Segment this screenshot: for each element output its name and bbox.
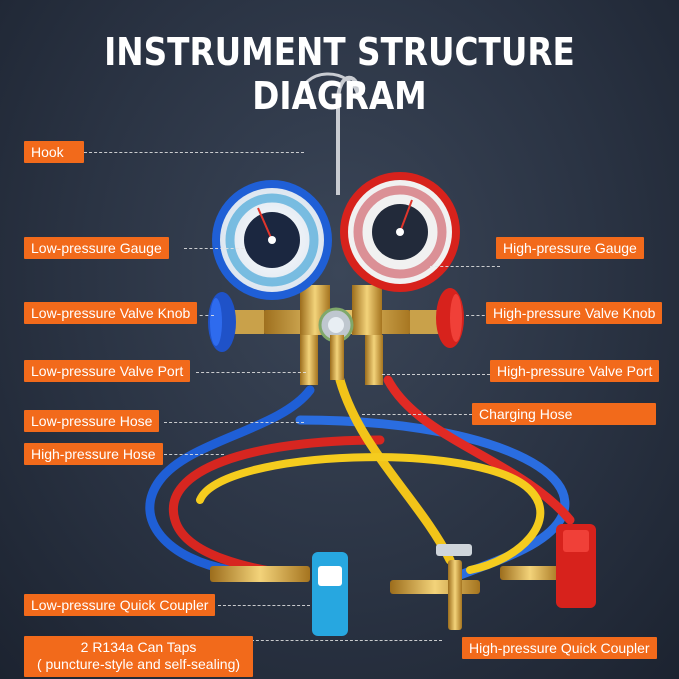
diagram-title: INSTRUMENT STRUCTURE DIAGRAM [104, 30, 575, 118]
low-pressure-hose [145, 385, 315, 575]
high-pressure-gauge [340, 172, 460, 292]
label-low-pressure-hose: Low-pressure Hose [24, 410, 160, 432]
high-pressure-valve-knob [410, 288, 464, 348]
leader-low-hose [164, 422, 304, 423]
leader-high-port [382, 374, 490, 375]
high-pressure-hose [383, 375, 575, 525]
label-charging-hose: Charging Hose [472, 403, 656, 425]
leader-low-knob [194, 315, 214, 316]
leader-high-knob [466, 315, 490, 316]
label-high-pressure-hose: High-pressure Hose [24, 443, 163, 465]
high-pressure-quick-coupler [556, 524, 596, 608]
low-pressure-valve-knob [208, 292, 264, 352]
leader-low-port [196, 372, 306, 373]
can-taps-line-2: ( puncture-style and self-sealing) [36, 656, 241, 672]
label-high-pressure-quick-coupler: High-pressure Quick Coupler [462, 637, 657, 659]
leader-charging [362, 414, 472, 415]
label-low-pressure-valve-port: Low-pressure Valve Port [24, 360, 191, 382]
can-taps-line-1: 2 R134a Can Taps [80, 639, 197, 655]
label-high-pressure-valve-knob: High-pressure Valve Knob [486, 302, 663, 324]
leader-high-hose [164, 454, 224, 455]
manifold-body [262, 285, 412, 385]
label-low-pressure-valve-knob: Low-pressure Valve Knob [24, 302, 198, 324]
can-taps [390, 544, 560, 630]
hoses [145, 375, 575, 580]
high-pressure-hose-loop [168, 435, 385, 580]
label-can-taps: 2 R134a Can Taps ( puncture-style and se… [24, 636, 253, 677]
hook [298, 72, 362, 195]
leader-can-taps [246, 640, 442, 641]
leader-hook [84, 152, 304, 153]
label-hook: Hook [24, 141, 84, 163]
charging-hose [335, 375, 455, 565]
charging-hose-loop [196, 453, 545, 574]
leader-low-coupler [218, 605, 310, 606]
leader-high-gauge [430, 266, 500, 267]
label-high-pressure-valve-port: High-pressure Valve Port [490, 360, 660, 382]
leader-low-gauge [184, 248, 244, 249]
low-pressure-gauge [212, 180, 332, 300]
low-pressure-quick-coupler [210, 552, 348, 636]
label-low-pressure-quick-coupler: Low-pressure Quick Coupler [24, 594, 216, 616]
label-high-pressure-gauge: High-pressure Gauge [496, 237, 644, 259]
label-low-pressure-gauge: Low-pressure Gauge [24, 237, 169, 259]
